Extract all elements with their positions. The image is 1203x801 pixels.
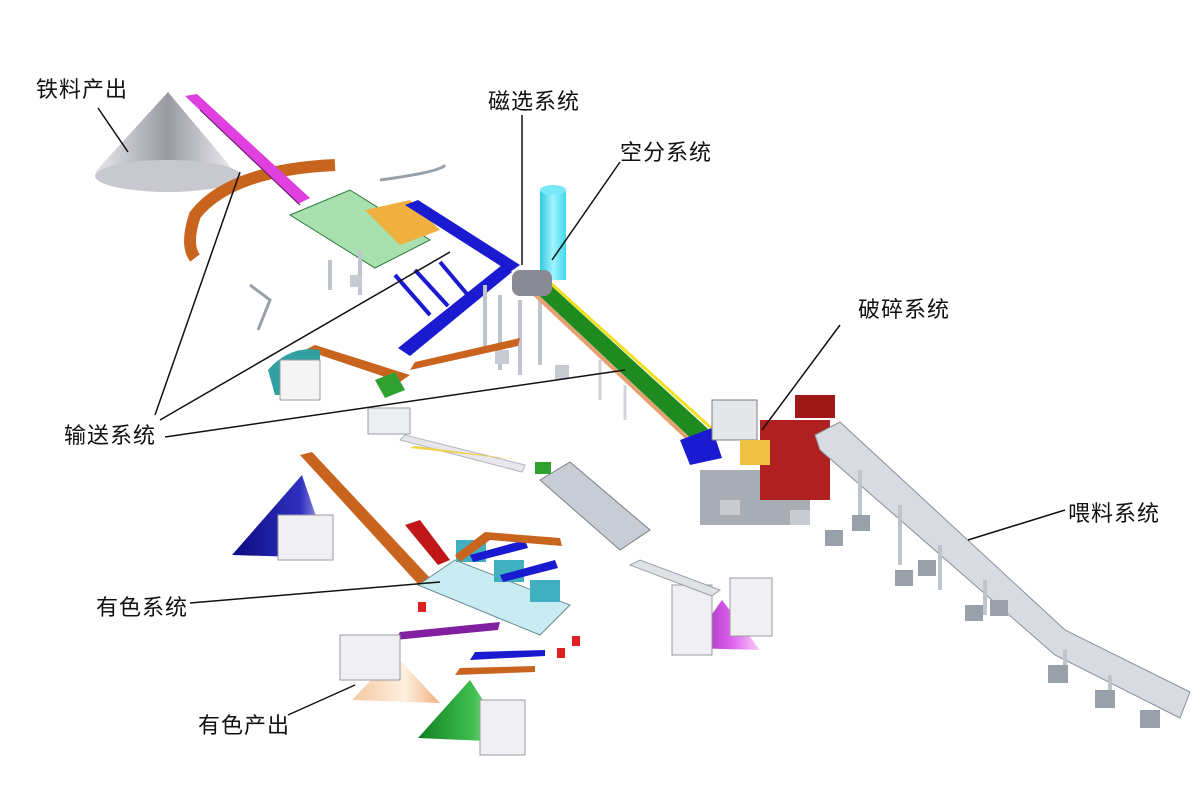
label-crushing-system: 破碎系统 <box>858 298 951 323</box>
green-conveyor-legs <box>598 360 627 420</box>
crusher-frame <box>760 420 830 500</box>
blue-stair-conveyors <box>393 260 474 317</box>
feeding-conveyor <box>814 421 1191 719</box>
iron-output-pile <box>95 92 240 178</box>
label-magnetic-system: 磁选系统 <box>488 90 581 115</box>
rotary-drum <box>539 461 651 551</box>
label-conveying-system: 输送系统 <box>64 424 157 449</box>
label-iron-output: 铁料产出 <box>36 78 129 103</box>
label-nonferrous-output: 有色产出 <box>198 714 291 739</box>
label-air-separation-system: 空分系统 <box>620 141 713 166</box>
nonferrous-platform <box>416 559 571 636</box>
label-nonferrous-system: 有色系统 <box>96 596 189 621</box>
iron-pile-base <box>95 160 241 192</box>
green-main-conveyor <box>528 280 718 447</box>
label-feeding-system: 喂料系统 <box>1068 502 1161 527</box>
magnetic-platform <box>288 189 432 269</box>
support-columns <box>328 250 542 375</box>
orange-cross-conveyor <box>305 345 410 382</box>
blue-conveyor-upper <box>405 200 520 272</box>
magenta-conveyor <box>185 94 310 204</box>
lower-sorting-unit <box>367 407 411 435</box>
air-separation-tower <box>540 190 566 280</box>
nonferrous-orange-conveyor <box>300 452 430 584</box>
orange-curved-conveyor <box>184 159 336 262</box>
leader-lines <box>97 107 1066 716</box>
magnetic-drum <box>512 270 552 296</box>
